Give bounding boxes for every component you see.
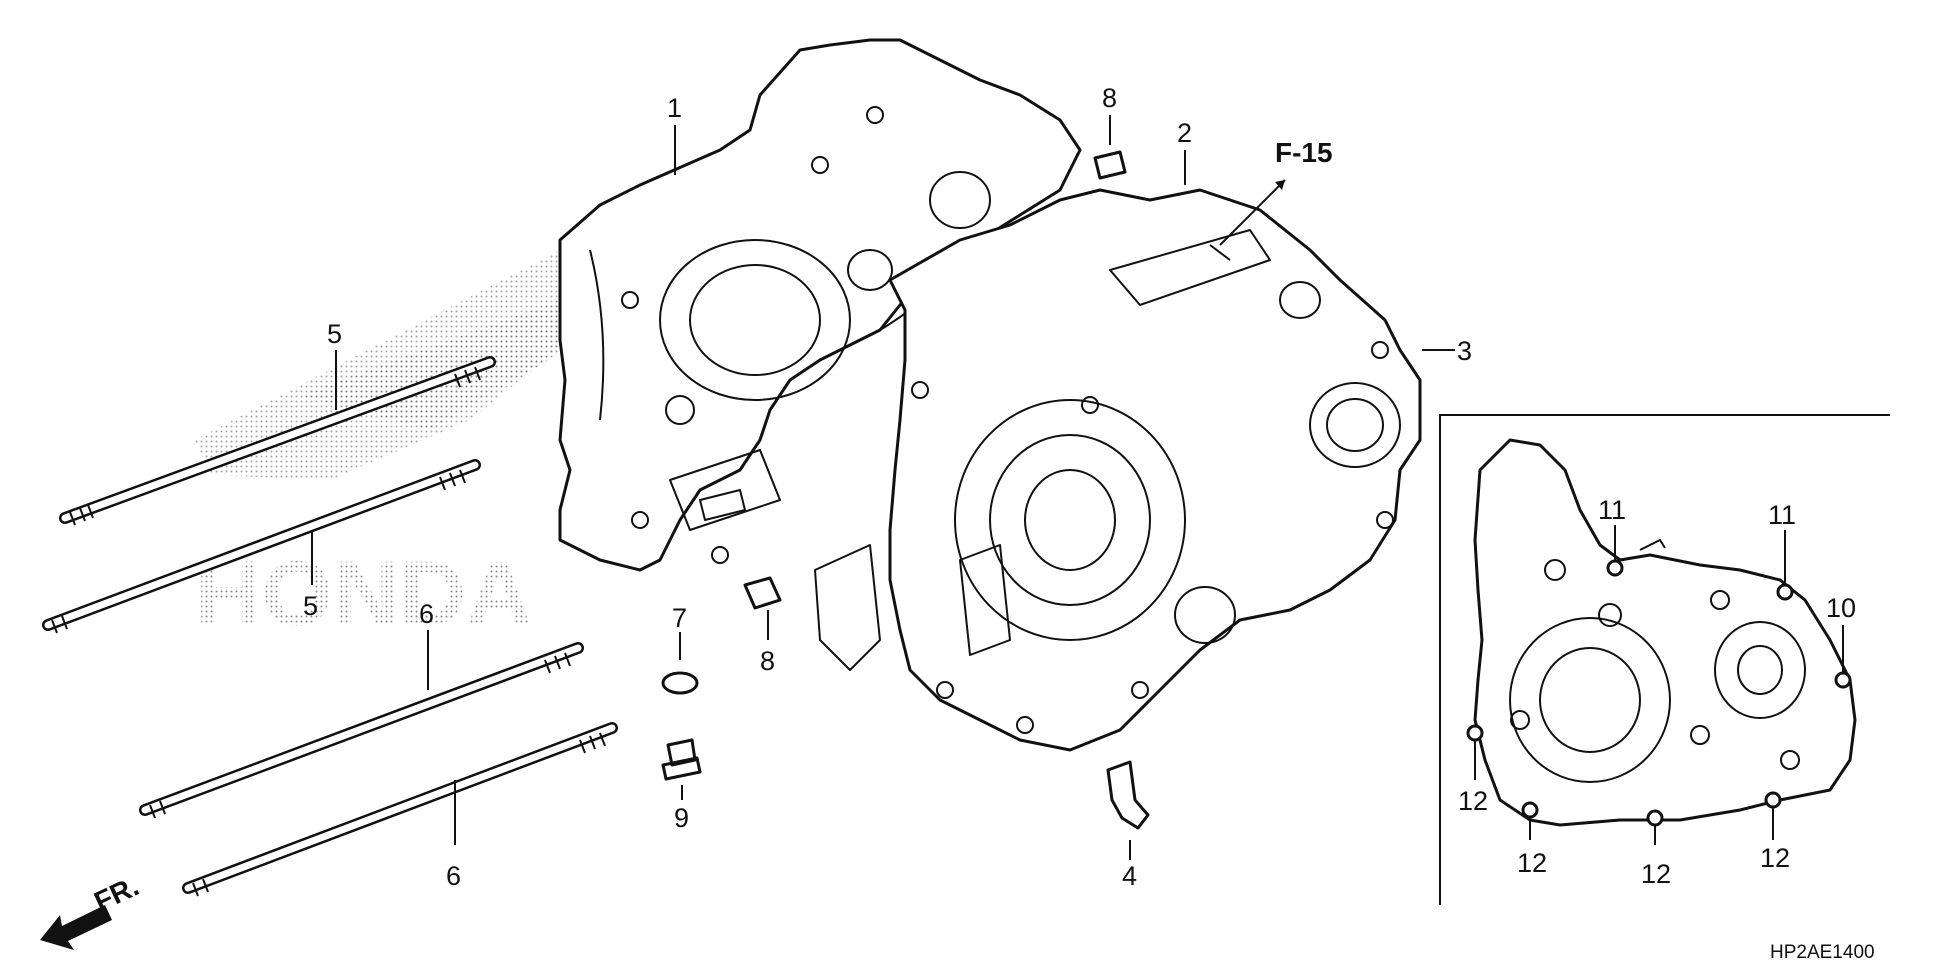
- callout-8-upper: 8: [1102, 83, 1117, 113]
- dowel-pin-upper: [1093, 150, 1127, 180]
- sealing-washer: [661, 671, 699, 695]
- callout-9: 9: [674, 803, 689, 833]
- callout-1: 1: [667, 93, 682, 123]
- callout-11-left: 11: [1598, 495, 1626, 525]
- inset-crankcase-view: [1466, 438, 1857, 827]
- callout-6-lower: 6: [446, 861, 461, 891]
- callout-12-bottom-1: 12: [1517, 848, 1547, 878]
- inset-frame: [1439, 414, 1890, 905]
- drain-bolt: [661, 738, 702, 781]
- diagram-code: HP2AE1400: [1770, 942, 1875, 963]
- callout-10: 10: [1826, 593, 1856, 623]
- right-crankcase: [814, 188, 1422, 752]
- dowel-pin-lower: [743, 576, 782, 610]
- callout-labels: 1 2 3 4 5 5 6 6 7 8 8 9 10 11 11 12 12 1…: [303, 83, 1856, 891]
- callout-2: 2: [1177, 118, 1192, 148]
- callout-8-lower: 8: [760, 646, 775, 676]
- watermark-text: HONDA: [195, 543, 532, 645]
- callout-4: 4: [1122, 861, 1137, 891]
- callout-6-upper: 6: [419, 599, 434, 629]
- small-parts: [661, 150, 1150, 830]
- callout-5-upper: 5: [327, 319, 342, 349]
- callout-3: 3: [1457, 336, 1472, 366]
- leader-lines: [311, 115, 1844, 860]
- callout-12-left: 12: [1458, 786, 1488, 816]
- callout-12-bottom-2: 12: [1641, 859, 1671, 889]
- stud-bolts: [42, 356, 618, 897]
- callout-5-lower: 5: [303, 591, 318, 621]
- hose-clamp: [1106, 760, 1150, 830]
- figure-reference: F-15: [1275, 137, 1333, 168]
- honda-watermark-logo: HONDA: [195, 230, 640, 645]
- callout-7: 7: [672, 603, 687, 633]
- front-direction-arrow: FR.: [40, 870, 143, 950]
- callout-11-right: 11: [1768, 500, 1796, 530]
- callout-12-bottom-3: 12: [1760, 843, 1790, 873]
